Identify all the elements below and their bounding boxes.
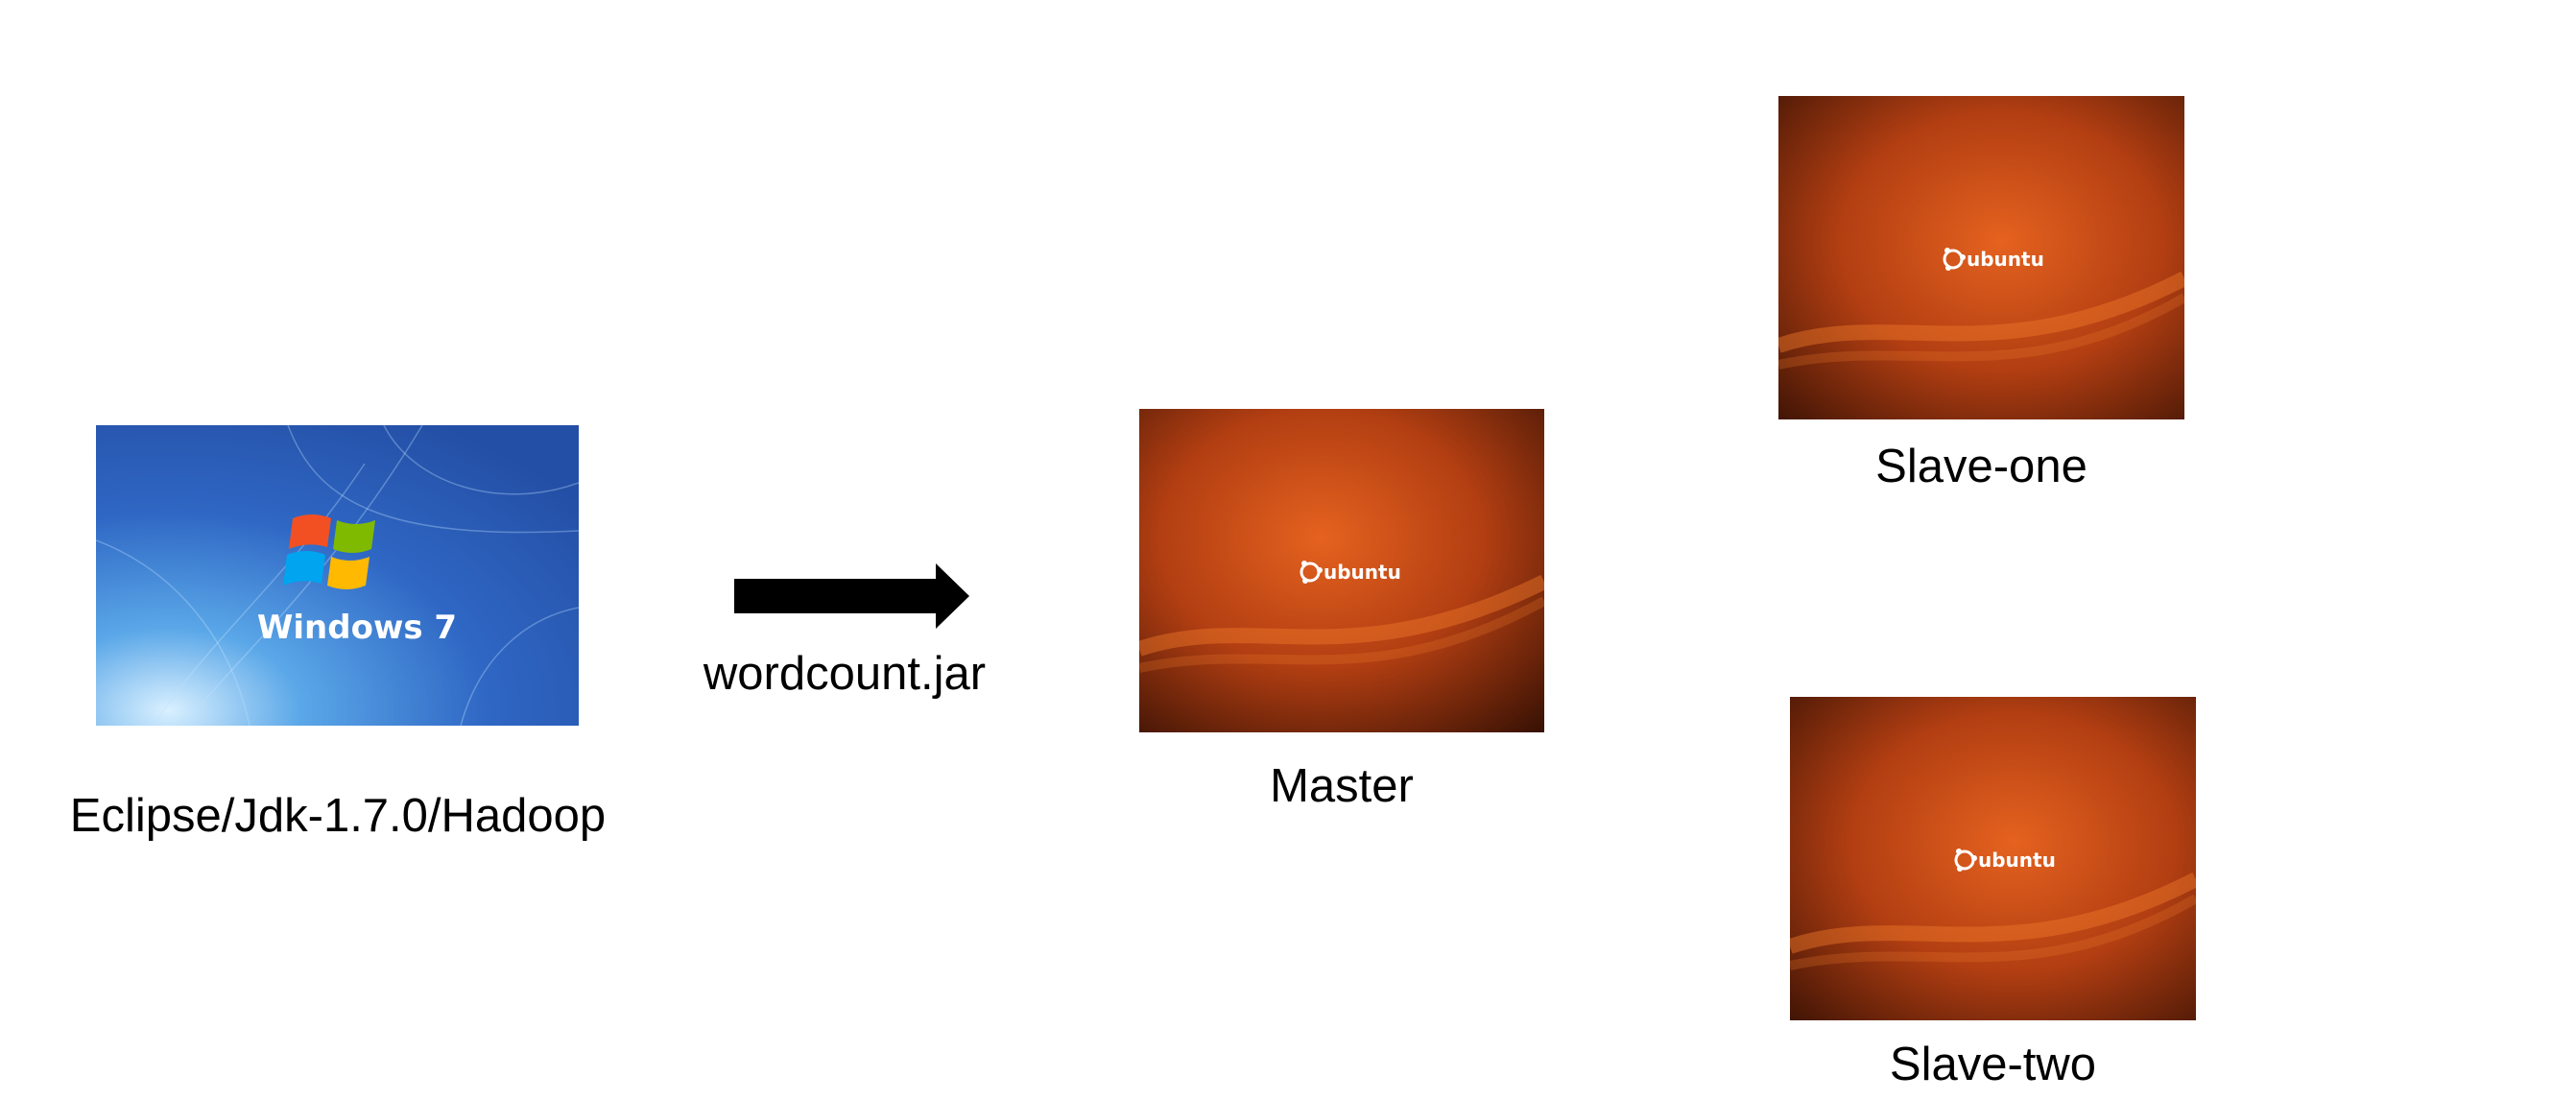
ubuntu-logo-icon — [1300, 561, 1323, 584]
master-caption: Master — [1270, 760, 1414, 812]
transfer-label: wordcount.jar — [703, 648, 987, 700]
windows-7-wallpaper: Windows 7 — [96, 425, 579, 726]
windows-flag-icon — [283, 514, 375, 589]
windows-7-desktop-image: Windows 7 — [96, 425, 579, 726]
ubuntu-logo-text: ubuntu — [1324, 561, 1401, 584]
master-ubuntu-desktop-image: ubuntu — [1139, 409, 1544, 732]
windows-7-logo-text: Windows 7 — [257, 609, 457, 647]
right-arrow-icon — [734, 563, 969, 629]
ubuntu-logo-icon — [1943, 248, 1966, 271]
ubuntu-wallpaper: ubuntu — [1778, 96, 2184, 419]
ubuntu-wallpaper: ubuntu — [1139, 409, 1544, 732]
slave-one-caption: Slave-one — [1875, 441, 2087, 492]
slave-one-ubuntu-desktop-image: ubuntu — [1778, 96, 2184, 419]
client-caption: Eclipse/Jdk-1.7.0/Hadoop — [69, 790, 607, 842]
ubuntu-logo-icon — [1954, 849, 1977, 872]
transfer-arrow — [734, 563, 969, 629]
ubuntu-logo-text: ubuntu — [1978, 849, 2056, 872]
ubuntu-wallpaper: ubuntu — [1790, 697, 2196, 1020]
ubuntu-logo-text: ubuntu — [1967, 248, 2044, 271]
slave-two-ubuntu-desktop-image: ubuntu — [1790, 697, 2196, 1020]
slave-two-caption: Slave-two — [1889, 1039, 2097, 1090]
